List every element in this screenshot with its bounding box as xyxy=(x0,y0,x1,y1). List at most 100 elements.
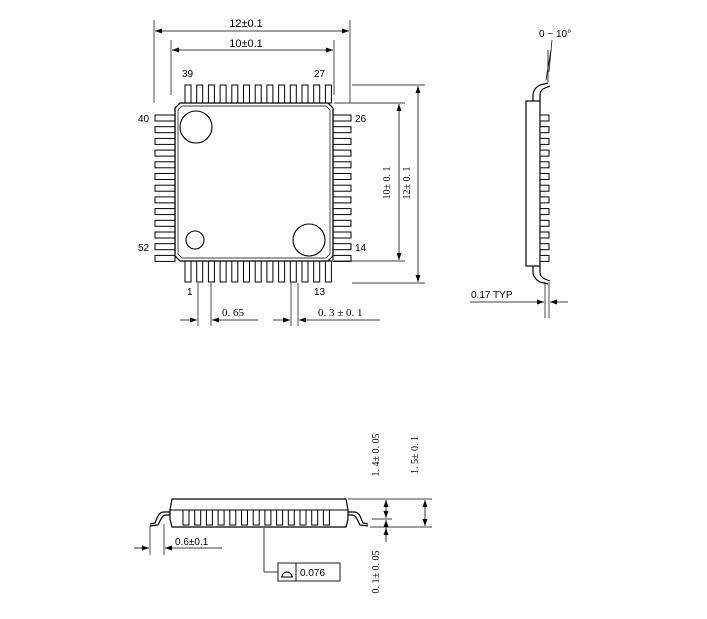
side-lead xyxy=(539,126,550,134)
left-foot xyxy=(149,511,170,525)
front-lead xyxy=(182,509,190,526)
pin-label-52: 52 xyxy=(138,243,150,254)
lead-left xyxy=(154,114,176,122)
side-lead xyxy=(539,219,550,227)
lead-thickness-label: 0.17 TYP xyxy=(471,290,513,301)
overall-height-label: 12± 0. 1 xyxy=(402,167,413,200)
lead-right xyxy=(332,231,352,239)
lead-left xyxy=(154,137,176,145)
pin-label-40: 40 xyxy=(138,114,150,125)
lead-top xyxy=(324,84,332,104)
side-lead xyxy=(539,173,550,180)
lead-left xyxy=(154,173,176,180)
lead-bottom xyxy=(313,260,321,283)
lead-right xyxy=(332,114,352,122)
ejector-pin-mark-small xyxy=(185,230,205,250)
package-body-inner-outline xyxy=(177,105,331,259)
lead-top xyxy=(278,84,286,104)
front-view-leads xyxy=(182,509,330,526)
front-view: 1. 4± 0. 05 1. 5± 0. 1 0. 1± 0. 05 0.6±0… xyxy=(134,434,432,594)
lead-bottom xyxy=(231,260,239,283)
front-lead xyxy=(217,509,225,526)
lead-right xyxy=(332,173,352,180)
body-width-label: 10±0.1 xyxy=(229,38,263,50)
pin-label-13: 13 xyxy=(314,287,326,298)
total-height-label: 1. 5± 0. 1 xyxy=(410,436,421,474)
lead-right xyxy=(332,137,352,145)
lead-left xyxy=(154,184,176,192)
lead-left xyxy=(154,254,176,262)
lead-bottom xyxy=(207,260,215,283)
front-lead xyxy=(241,509,248,526)
lead-left xyxy=(154,208,176,216)
lead-right xyxy=(332,184,352,192)
lead-right xyxy=(332,126,352,134)
side-lead xyxy=(539,184,550,192)
side-lead xyxy=(539,254,550,262)
lead-bottom xyxy=(266,260,274,283)
lead-right xyxy=(332,161,352,169)
side-view-leads xyxy=(539,114,550,262)
lead-left xyxy=(154,219,176,227)
lead-right xyxy=(332,149,352,157)
angle-leader xyxy=(548,39,553,73)
front-lead xyxy=(252,509,260,526)
lead-top xyxy=(313,84,321,104)
lead-right xyxy=(332,243,352,251)
pin-label-39: 39 xyxy=(182,69,194,80)
lead-bottom xyxy=(254,260,262,283)
lead-bottom xyxy=(301,260,309,283)
lead-left xyxy=(154,126,176,134)
top-view: 12±0.1 10±0.1 39 27 40 26 52 14 1 13 10±… xyxy=(138,18,425,326)
right-foot xyxy=(348,511,369,525)
lead-angle-label: 0 ~ 10° xyxy=(539,29,571,40)
lead-right xyxy=(332,219,352,227)
lead-left xyxy=(154,231,176,239)
lead-top xyxy=(243,84,250,104)
lead-bottom xyxy=(219,260,227,283)
lead-left xyxy=(154,196,176,204)
coplanarity-frame xyxy=(277,562,341,582)
front-lead xyxy=(205,509,213,526)
lead-top xyxy=(196,84,204,104)
body-thickness-label: 1. 4± 0. 05 xyxy=(371,434,382,477)
lead-left xyxy=(154,149,176,157)
foot-length-label: 0.6±0.1 xyxy=(175,537,209,548)
body-height-label: 10± 0. 1 xyxy=(382,167,393,200)
side-view: 0 ~ 10° 0.17 TYP xyxy=(470,29,571,318)
lead-bottom xyxy=(196,260,204,283)
side-lead xyxy=(539,231,550,239)
front-lead xyxy=(322,509,330,526)
flatness-symbol-icon xyxy=(281,571,293,578)
lead-left xyxy=(154,243,176,251)
pin1-index-mark-large xyxy=(179,110,213,144)
lead-right xyxy=(332,254,352,262)
lead-right xyxy=(332,208,352,216)
front-lead xyxy=(276,509,284,526)
lead-right xyxy=(332,196,352,204)
standoff-label: 0. 1± 0. 05 xyxy=(371,551,382,594)
side-lead xyxy=(539,161,550,169)
lead-left xyxy=(154,161,176,169)
lead-top xyxy=(266,84,274,104)
lead-top xyxy=(219,84,227,104)
lead-bottom xyxy=(184,260,192,283)
lead-bottom xyxy=(243,260,250,283)
pin-label-27: 27 xyxy=(314,69,326,80)
pin-label-1: 1 xyxy=(187,287,193,298)
ejector-pin-mark-right xyxy=(292,223,326,257)
front-lead xyxy=(311,509,319,526)
side-lead xyxy=(539,243,550,251)
lead-top xyxy=(254,84,262,104)
lead-width-label: 0. 3 ± 0. 1 xyxy=(318,307,363,319)
coplanarity-value: 0.076 xyxy=(300,568,325,579)
pin-label-14: 14 xyxy=(355,243,367,254)
side-lead xyxy=(539,137,550,145)
front-lead xyxy=(287,509,295,526)
lead-top xyxy=(231,84,239,104)
lead-bottom xyxy=(324,260,332,283)
front-lead xyxy=(194,509,202,526)
overall-width-label: 12±0.1 xyxy=(229,18,263,30)
pin-label-26: 26 xyxy=(355,114,367,125)
